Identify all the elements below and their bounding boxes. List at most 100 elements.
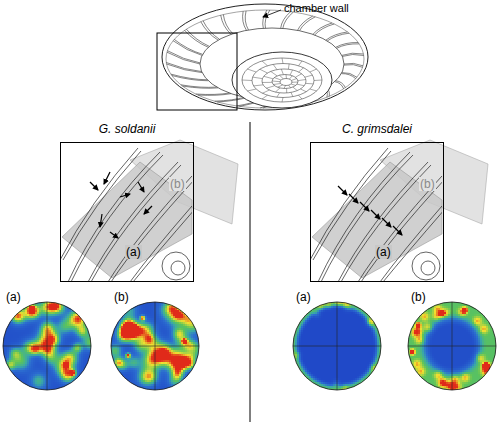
inner-septum	[293, 87, 297, 90]
density-cell	[79, 350, 81, 352]
density-cell	[69, 334, 71, 336]
density-cell	[61, 338, 63, 340]
density-cell	[57, 370, 59, 372]
density-cell	[23, 324, 25, 326]
density-cell	[63, 312, 65, 314]
density-cell	[157, 310, 159, 312]
density-cell	[15, 342, 17, 344]
density-cell	[43, 340, 45, 342]
density-cell	[59, 352, 61, 354]
density-cell	[35, 370, 37, 372]
inner-septum	[264, 76, 273, 78]
density-cell	[53, 360, 55, 362]
density-cell	[79, 362, 81, 364]
density-cell	[49, 378, 51, 380]
density-cell	[29, 348, 31, 350]
density-cell	[51, 338, 53, 340]
density-cell	[57, 384, 59, 386]
density-cell	[43, 358, 45, 360]
density-cell	[25, 366, 27, 368]
density-cell	[75, 356, 77, 358]
density-cell	[75, 354, 77, 356]
density-cell	[31, 376, 33, 378]
density-cell	[29, 308, 31, 310]
density-cell	[15, 332, 17, 334]
density-cell	[37, 366, 39, 368]
density-cell	[87, 338, 89, 340]
density-cell	[67, 308, 69, 310]
density-cell	[11, 324, 13, 326]
chamber-wall	[108, 176, 192, 282]
density-cell	[15, 352, 17, 354]
density-cell	[59, 316, 61, 318]
density-cell	[53, 370, 55, 372]
density-cell	[85, 354, 87, 356]
density-cell	[15, 338, 17, 340]
density-cell	[47, 320, 49, 322]
density-cell	[71, 306, 73, 308]
density-cell	[57, 362, 59, 364]
density-cell	[59, 356, 61, 358]
density-cell	[61, 350, 63, 352]
density-cell	[23, 340, 25, 342]
density-cell	[19, 362, 21, 364]
crystal-axis-arrow	[90, 182, 98, 190]
density-cell	[31, 306, 33, 308]
density-cell	[87, 352, 89, 354]
density-cell	[19, 372, 21, 374]
density-cell	[127, 308, 129, 310]
density-cell	[31, 318, 33, 320]
density-cell	[87, 348, 89, 350]
density-cell	[61, 376, 63, 378]
density-cell	[31, 372, 33, 374]
density-cell	[65, 382, 67, 384]
density-cell	[33, 342, 35, 344]
density-cell	[59, 380, 61, 382]
density-cell	[59, 366, 61, 368]
density-cell	[77, 336, 79, 338]
density-cell	[63, 330, 65, 332]
septum	[166, 63, 201, 72]
density-cell	[41, 376, 43, 378]
density-cell	[71, 330, 73, 332]
density-cell	[33, 332, 35, 334]
density-cell	[7, 342, 9, 344]
density-cell	[21, 322, 23, 324]
density-cell	[59, 330, 61, 332]
density-cell	[41, 338, 43, 340]
density-cell	[143, 312, 145, 314]
density-cell	[53, 384, 55, 386]
density-cell	[57, 334, 59, 336]
density-cell	[85, 370, 87, 372]
density-cell	[17, 354, 19, 356]
density-cell	[53, 314, 55, 316]
density-cell	[149, 310, 151, 312]
density-cell	[65, 376, 67, 378]
density-cell	[13, 322, 15, 324]
density-cell	[169, 306, 171, 308]
density-cell	[41, 326, 43, 328]
density-cell	[55, 320, 57, 322]
density-cell	[37, 328, 39, 330]
density-cell	[41, 342, 43, 344]
density-cell	[59, 314, 61, 316]
density-cell	[51, 334, 53, 336]
inner-septum	[310, 69, 317, 72]
density-cell	[25, 372, 27, 374]
density-cell	[11, 346, 13, 348]
density-cell	[17, 368, 19, 370]
density-cell	[17, 338, 19, 340]
density-cell	[27, 376, 29, 378]
density-cell	[33, 346, 35, 348]
density-cell	[19, 354, 21, 356]
density-cell	[63, 324, 65, 326]
density-cell	[69, 340, 71, 342]
density-cell	[129, 312, 131, 314]
density-cell	[23, 328, 25, 330]
density-cell	[67, 370, 69, 372]
density-cell	[15, 320, 17, 322]
density-cell	[15, 318, 17, 320]
density-cell	[39, 362, 41, 364]
density-cell	[69, 380, 71, 382]
inner-septum	[273, 84, 280, 85]
